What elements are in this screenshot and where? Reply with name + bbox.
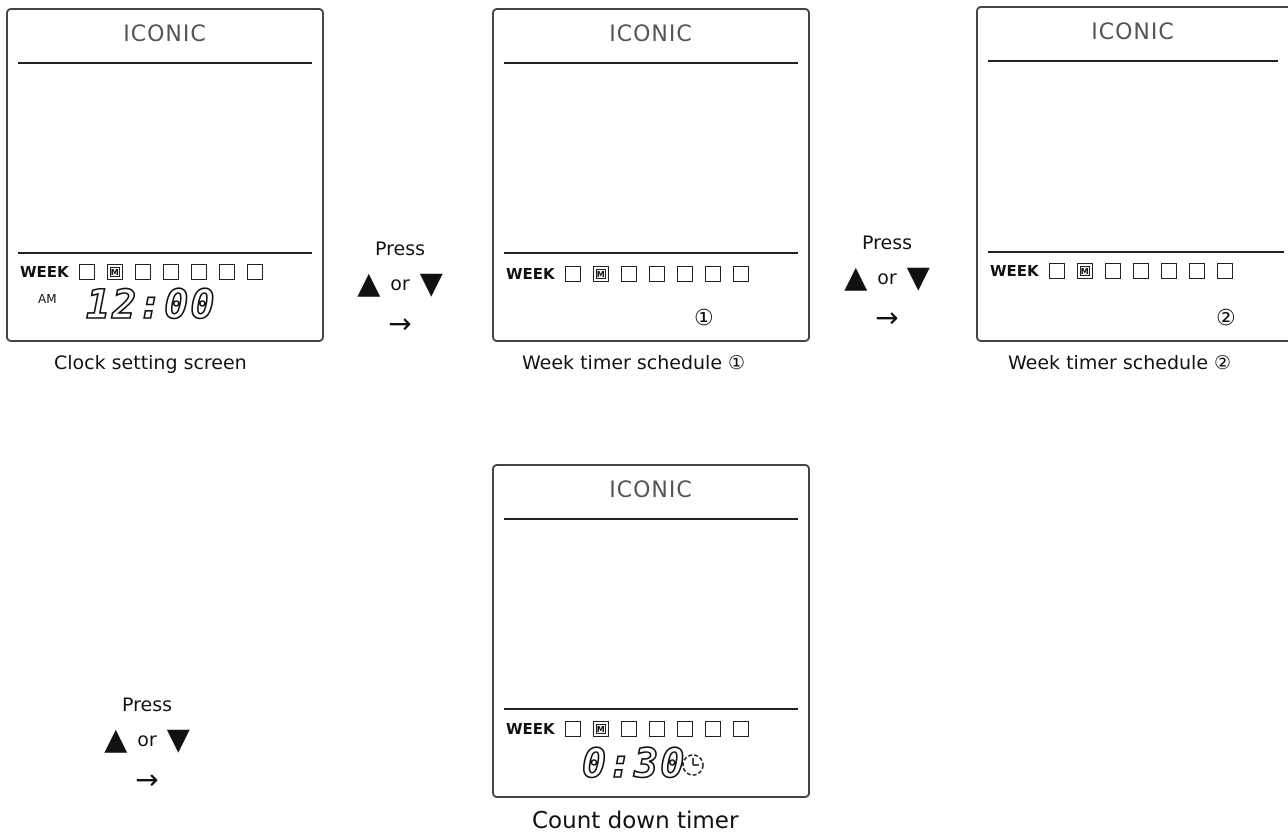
count-down-timer-screen: ICONIC WEEK M 0:30 [492, 464, 810, 798]
day-box [1048, 263, 1065, 279]
press-label: Press [374, 238, 425, 260]
count-down-caption: Count down timer [532, 808, 739, 834]
top-divider [18, 62, 312, 64]
day-box-selected: M [592, 721, 609, 737]
brand-logo: ICONIC [1091, 20, 1175, 45]
day-box-selected: M [592, 266, 609, 282]
schedule-number: ② [1216, 306, 1236, 331]
brand-logo: ICONIC [609, 478, 693, 503]
clock-timer-icon [682, 754, 704, 776]
week-row: WEEK M [20, 263, 263, 281]
top-divider [988, 60, 1278, 62]
day-box [1216, 263, 1233, 279]
week-row: WEEK M [990, 262, 1233, 280]
week-timer-screen-1: ICONIC WEEK M ① [492, 8, 810, 342]
day-box [732, 721, 749, 737]
day-box [218, 264, 235, 280]
right-arrow-icon: → [135, 763, 159, 796]
day-box [676, 266, 693, 282]
schedule-number: ① [694, 306, 714, 331]
week-row: WEEK M [506, 265, 749, 283]
top-divider [504, 518, 798, 520]
bottom-divider [988, 251, 1284, 253]
or-label: or [877, 266, 897, 289]
day-box [564, 266, 581, 282]
week-label: WEEK [990, 262, 1039, 280]
nav-instruction-3: Press ▲ or ▼ → [92, 694, 202, 796]
week-label: WEEK [506, 265, 555, 283]
down-arrow-icon: ▼ [906, 260, 930, 295]
clock-time-display: 12:00 [85, 281, 217, 329]
day-box-selected: M [106, 264, 123, 280]
week-timer-2-caption: Week timer schedule ② [1008, 352, 1232, 374]
day-box [1188, 263, 1205, 279]
brand-logo: ICONIC [123, 22, 207, 47]
top-divider [504, 62, 798, 64]
up-arrow-icon: ▲ [357, 266, 381, 301]
press-label: Press [861, 232, 912, 254]
day-box [676, 721, 693, 737]
day-box [134, 264, 151, 280]
nav-instruction-1: Press ▲ or ▼ → [345, 238, 455, 340]
day-box [620, 721, 637, 737]
nav-instruction-2: Press ▲ or ▼ → [832, 232, 942, 334]
day-box [190, 264, 207, 280]
day-box [162, 264, 179, 280]
am-pm-indicator: AM [38, 292, 57, 306]
day-box [620, 266, 637, 282]
day-box [1160, 263, 1177, 279]
bottom-divider [18, 252, 312, 254]
press-label: Press [121, 694, 172, 716]
or-label: or [137, 728, 157, 751]
day-box [648, 721, 665, 737]
down-arrow-icon: ▼ [419, 266, 443, 301]
day-box [564, 721, 581, 737]
bottom-divider [504, 708, 798, 710]
clock-setting-screen: ICONIC WEEK M AM 12:00 [6, 8, 324, 342]
up-arrow-icon: ▲ [104, 722, 128, 757]
week-row: WEEK M [506, 720, 749, 738]
week-timer-screen-2: ICONIC WEEK M ② [976, 6, 1288, 342]
week-label: WEEK [506, 720, 555, 738]
week-label: WEEK [20, 263, 69, 281]
day-box [732, 266, 749, 282]
clock-setting-caption: Clock setting screen [54, 352, 247, 374]
day-box [704, 266, 721, 282]
day-box [78, 264, 95, 280]
day-box-selected: M [1076, 263, 1093, 279]
day-box [704, 721, 721, 737]
day-box [246, 264, 263, 280]
or-label: or [390, 272, 410, 295]
brand-logo: ICONIC [609, 22, 693, 47]
bottom-divider [504, 252, 798, 254]
right-arrow-icon: → [388, 307, 412, 340]
countdown-time-display: 0:30 [581, 740, 687, 788]
day-box [648, 266, 665, 282]
right-arrow-icon: → [875, 301, 899, 334]
day-box [1104, 263, 1121, 279]
up-arrow-icon: ▲ [844, 260, 868, 295]
week-timer-1-caption: Week timer schedule ① [522, 352, 746, 374]
down-arrow-icon: ▼ [166, 722, 190, 757]
day-box [1132, 263, 1149, 279]
